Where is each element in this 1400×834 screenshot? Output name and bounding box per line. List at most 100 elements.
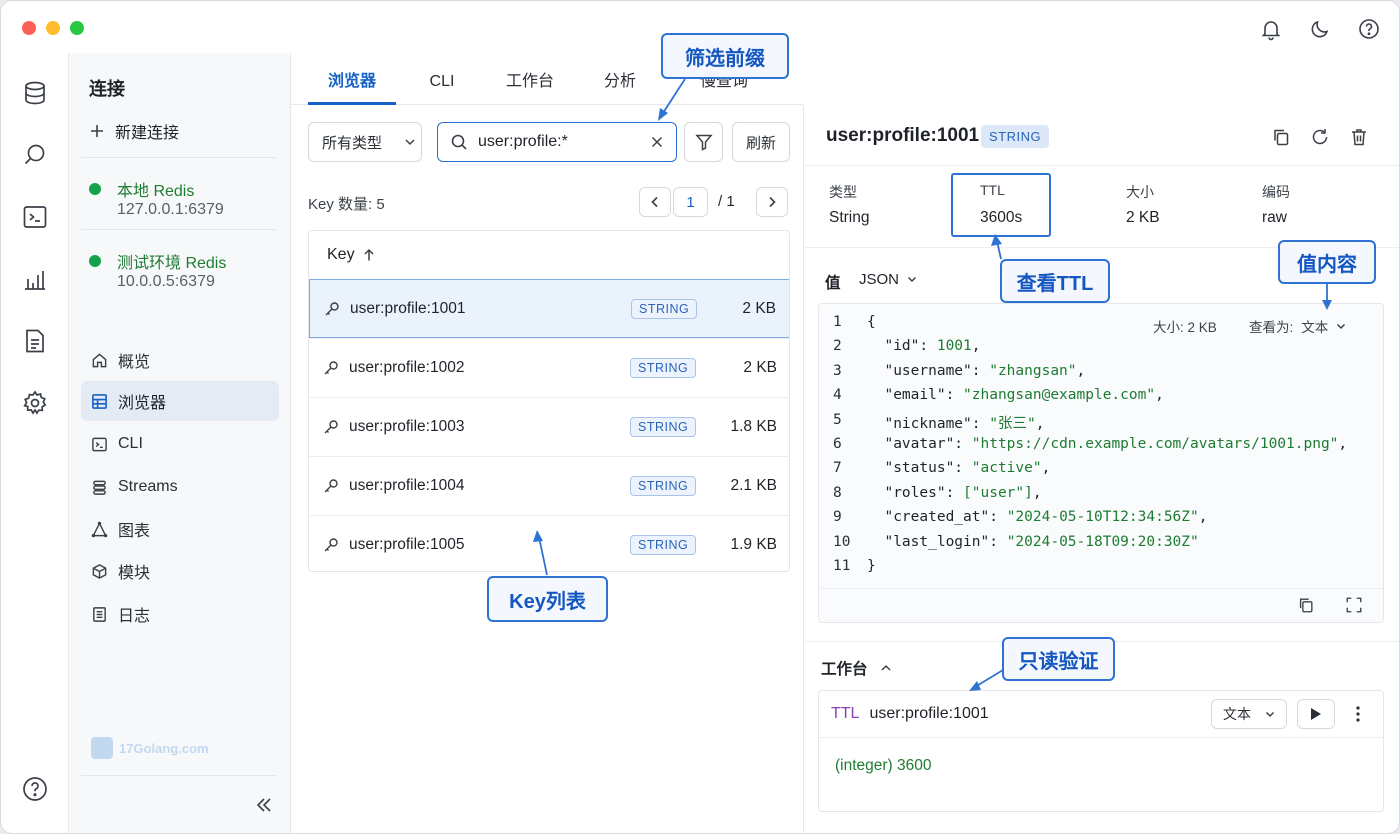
terminal-icon xyxy=(92,437,107,451)
key-table: Key user:profile:1001 STRING 2 KB user:p… xyxy=(308,230,790,572)
sidebar-item-overview[interactable]: 概览 xyxy=(81,340,279,380)
workbench-toggle[interactable]: 工作台 xyxy=(821,657,892,679)
type-badge: STRING xyxy=(630,417,697,437)
sidebar-item-streams[interactable]: Streams xyxy=(81,467,279,507)
key-column-header[interactable]: Key xyxy=(309,231,789,279)
chevron-right-icon xyxy=(769,196,776,208)
new-connection-button[interactable]: 新建连接 xyxy=(89,119,179,143)
connection-test-redis[interactable]: 测试环境 Redis 10.0.0.5:6379 xyxy=(89,249,269,293)
prev-page-button[interactable] xyxy=(639,187,671,217)
meta-ttl-value: 3600s xyxy=(980,209,1023,226)
trash-icon[interactable] xyxy=(1349,127,1369,147)
sidebar-item-cli[interactable]: CLI xyxy=(81,424,279,464)
code-line: "last_login": "2024-05-18T09:20:30Z" xyxy=(867,533,1199,550)
tab-workbench[interactable]: 工作台 xyxy=(505,73,554,90)
workbench-panel: TTL user:profile:1001 文本 (integer) 3600 xyxy=(818,690,1384,812)
filter-button[interactable] xyxy=(684,122,723,162)
more-icon[interactable] xyxy=(1355,705,1361,723)
key-size: 1.9 KB xyxy=(730,536,777,553)
type-select[interactable]: 所有类型 xyxy=(308,122,422,162)
close-window-button[interactable] xyxy=(22,21,36,35)
meta-encoding-label: 编码 xyxy=(1262,184,1290,200)
view-as-select[interactable]: 查看为: 文本 xyxy=(1249,316,1346,336)
database-icon[interactable] xyxy=(21,79,49,107)
watermark-text: 17Golang.com xyxy=(119,740,209,756)
document-icon[interactable] xyxy=(21,327,49,355)
watermark: 17Golang.com xyxy=(91,737,209,759)
meta-ttl-label: TTL xyxy=(980,182,1005,198)
detail-type-badge: STRING xyxy=(981,125,1050,148)
code-line: "created_at": "2024-05-10T12:34:56Z", xyxy=(867,509,1208,526)
copy-icon[interactable] xyxy=(1271,127,1291,147)
tab-cli[interactable]: CLI xyxy=(429,73,455,90)
current-page[interactable]: 1 xyxy=(673,187,708,217)
code-line: "status": "active", xyxy=(867,460,1051,477)
key-icon xyxy=(324,479,338,493)
watermark-logo xyxy=(91,737,113,759)
fullscreen-icon[interactable] xyxy=(1345,596,1363,614)
key-search[interactable] xyxy=(437,122,677,162)
divider xyxy=(81,157,277,158)
sidebar-item-logs[interactable]: 日志 xyxy=(81,594,279,634)
column-header-label: Key xyxy=(327,246,355,263)
search-icon xyxy=(451,134,467,150)
refresh-button[interactable]: 刷新 xyxy=(732,122,790,162)
key-name: user:profile:1005 xyxy=(349,536,465,553)
next-page-button[interactable] xyxy=(756,187,788,217)
collapse-sidebar-icon[interactable] xyxy=(255,797,273,813)
sidebar-title: 连接 xyxy=(89,79,125,99)
connection-local-redis[interactable]: 本地 Redis 127.0.0.1:6379 xyxy=(89,177,269,221)
key-name: user:profile:1001 xyxy=(350,300,466,317)
line-number: 3 xyxy=(833,362,842,379)
line-number: 9 xyxy=(833,509,842,526)
chevron-up-icon xyxy=(880,664,891,671)
chevron-down-icon xyxy=(405,139,415,146)
tab-analysis[interactable]: 分析 xyxy=(603,73,636,90)
divider xyxy=(803,165,1399,166)
search-icon[interactable] xyxy=(21,141,49,169)
bell-icon[interactable] xyxy=(1259,17,1283,41)
view-as-label: 查看为: xyxy=(1249,320,1294,335)
view-as-value: 文本 xyxy=(1301,320,1329,335)
clear-icon[interactable] xyxy=(651,136,663,148)
help-icon[interactable] xyxy=(1357,17,1381,41)
table-row[interactable]: user:profile:1003 STRING 1.8 KB xyxy=(309,397,789,456)
refresh-icon[interactable] xyxy=(1310,127,1330,147)
help-circle-icon[interactable] xyxy=(21,775,49,803)
line-number: 1 xyxy=(833,314,842,330)
moon-icon[interactable] xyxy=(1308,17,1332,41)
icon-rail xyxy=(1,53,69,833)
run-button[interactable] xyxy=(1297,699,1335,729)
key-icon xyxy=(324,361,338,375)
analytics-icon[interactable] xyxy=(21,265,49,293)
callout-readonly-verify: 只读验证 xyxy=(1002,637,1115,681)
table-row[interactable]: user:profile:1004 STRING 2.1 KB xyxy=(309,456,789,515)
search-input[interactable] xyxy=(478,132,638,152)
type-badge: STRING xyxy=(630,476,697,496)
result-format-value: 文本 xyxy=(1223,706,1251,722)
maximize-window-button[interactable] xyxy=(70,21,84,35)
terminal-icon[interactable] xyxy=(21,203,49,231)
table-row[interactable]: user:profile:1002 STRING 2 KB xyxy=(309,338,789,397)
table-row[interactable]: user:profile:1005 STRING 1.9 KB xyxy=(309,515,789,571)
settings-icon[interactable] xyxy=(21,389,49,417)
sidebar-item-modules[interactable]: 模块 xyxy=(81,551,279,591)
copy-value-icon[interactable] xyxy=(1297,596,1315,614)
chevron-down-icon xyxy=(1337,323,1346,329)
format-select[interactable]: JSON xyxy=(859,271,917,288)
meta-size-label: 大小 xyxy=(1126,184,1154,200)
line-number: 5 xyxy=(833,411,842,428)
table-row[interactable]: user:profile:1001 STRING 2 KB xyxy=(309,279,789,338)
key-name: user:profile:1002 xyxy=(349,359,465,376)
home-icon xyxy=(92,352,107,367)
sidebar-item-browser[interactable]: 浏览器 xyxy=(81,381,279,421)
meta-type-label: 类型 xyxy=(829,184,857,200)
key-name: user:profile:1003 xyxy=(349,418,465,435)
play-icon xyxy=(1311,708,1321,720)
workbench-command[interactable]: TTL user:profile:1001 xyxy=(831,705,989,723)
result-format-select[interactable]: 文本 xyxy=(1211,699,1287,729)
tab-browser[interactable]: 浏览器 xyxy=(308,53,396,105)
sidebar-item-charts[interactable]: 图表 xyxy=(81,509,279,549)
minimize-window-button[interactable] xyxy=(46,21,60,35)
sidebar-item-label: 日志 xyxy=(118,608,151,625)
